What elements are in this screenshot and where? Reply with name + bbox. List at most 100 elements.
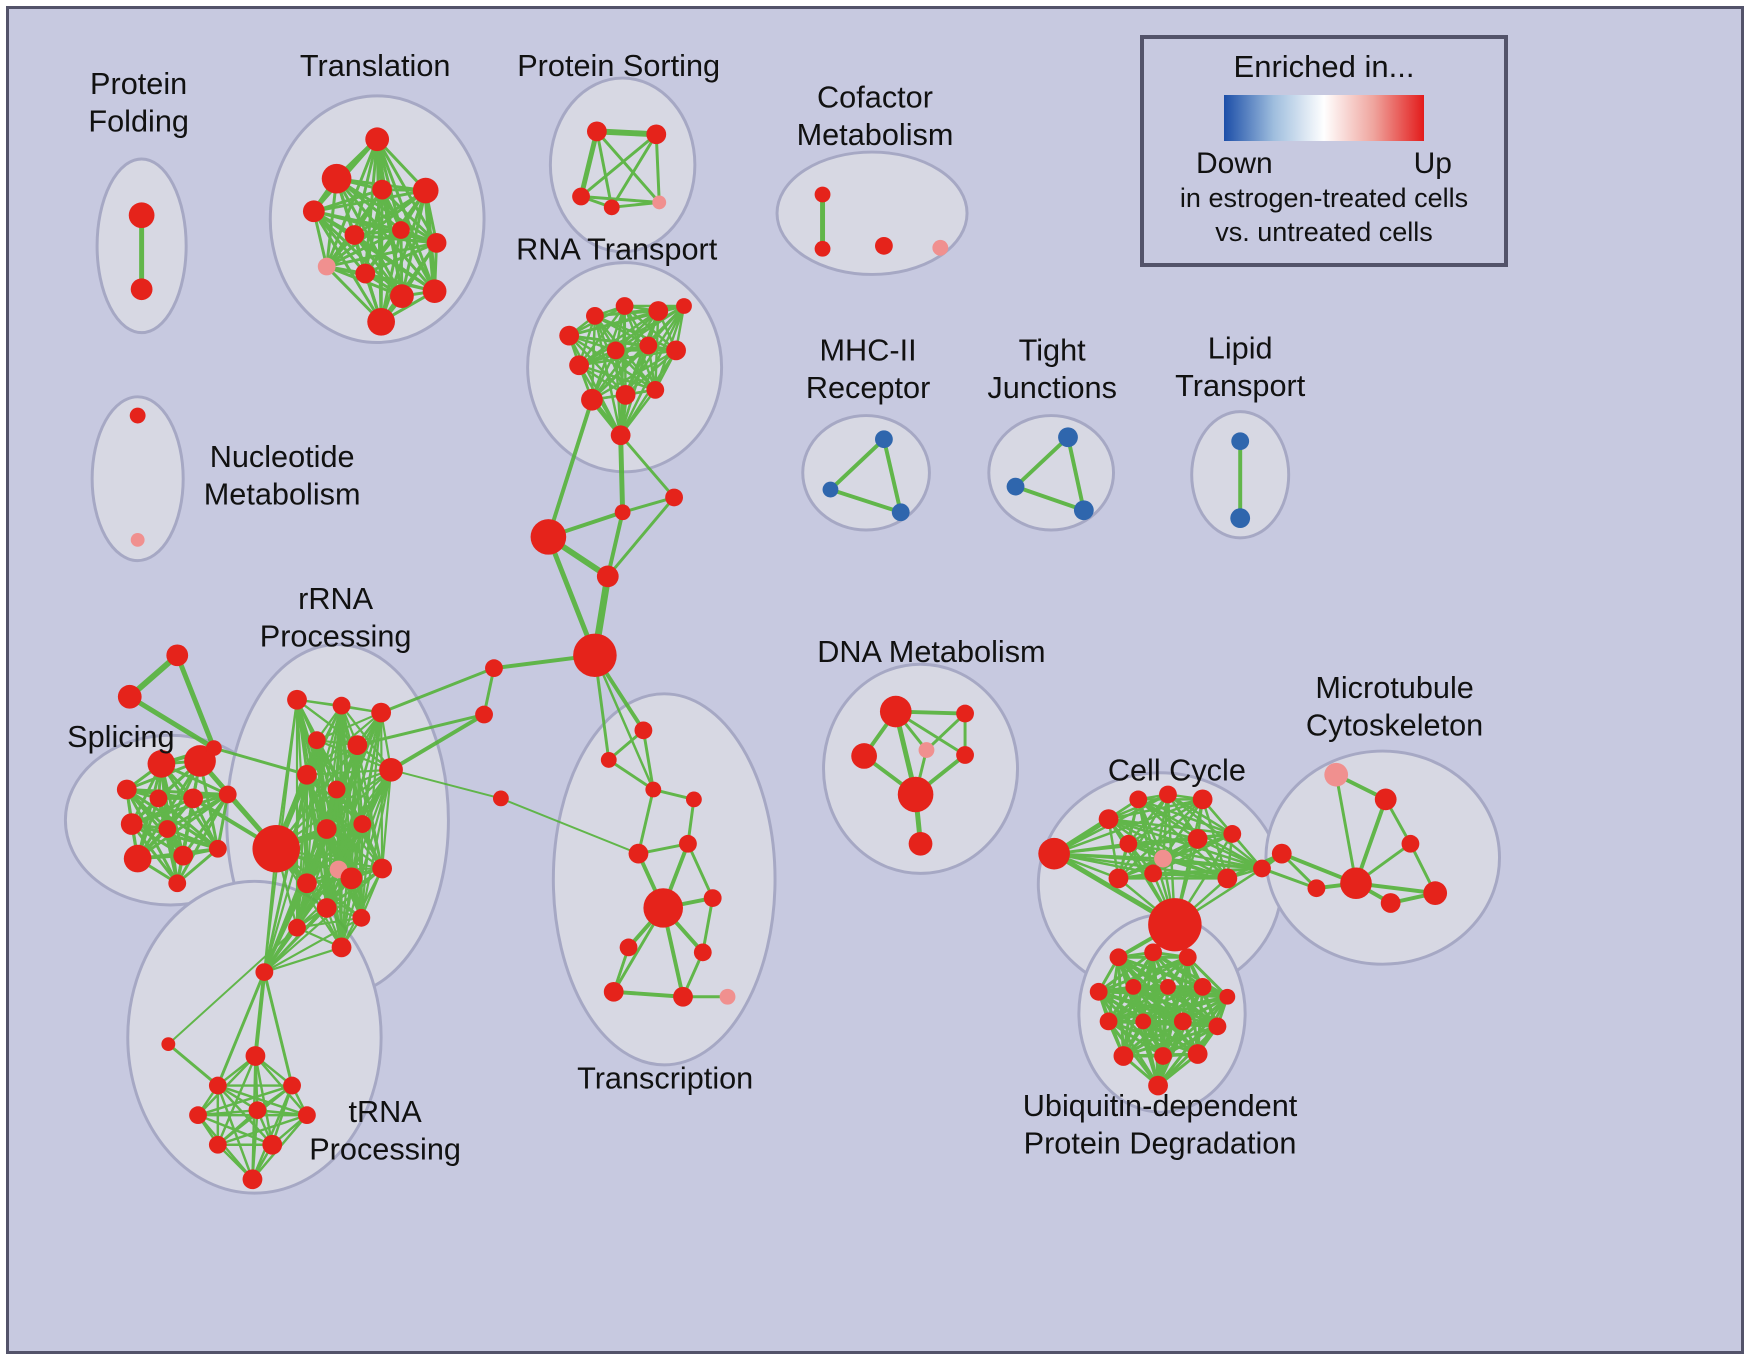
- edge: [216, 1054, 257, 1146]
- node-rrna-12: [297, 873, 317, 894]
- edge: [1013, 484, 1086, 513]
- cluster-ellipse-nucleotide: [90, 395, 185, 563]
- edge: [363, 241, 439, 275]
- node-lipid-0: [1231, 432, 1250, 451]
- node-cell-cycle-9: [1108, 868, 1129, 889]
- edge: [196, 1084, 294, 1117]
- edge: [499, 797, 640, 855]
- node-rna-transport-5: [569, 355, 589, 376]
- node-microtubule-5: [1380, 893, 1401, 913]
- edge: [400, 189, 428, 298]
- edge: [295, 916, 363, 929]
- edge: [1121, 1019, 1185, 1058]
- cluster-ellipse-protein-sorting: [548, 76, 697, 254]
- legend-down-label: Down: [1196, 147, 1273, 180]
- node-rrna-15: [316, 898, 337, 918]
- cluster-label-microtubule: Cytoskeleton: [1306, 708, 1483, 742]
- cluster-label-cofactor: Metabolism: [797, 118, 954, 152]
- cluster-label-mhc: MHC-II: [820, 333, 917, 367]
- edge: [1066, 435, 1086, 513]
- edge: [1151, 872, 1229, 880]
- edge: [1127, 842, 1264, 870]
- node-trna-7: [208, 1135, 227, 1154]
- node-protein-sorting-0: [586, 121, 607, 142]
- node-ubiquitin-1: [1144, 943, 1163, 962]
- node-ubiquitin-11: [1208, 1017, 1227, 1036]
- node-microtubule-3: [1340, 867, 1372, 900]
- cluster-label-cofactor: Cofactor: [817, 81, 933, 115]
- node-trna-5: [248, 1101, 267, 1120]
- node-mhc-0: [875, 430, 893, 449]
- edge: [127, 694, 217, 751]
- edge: [263, 822, 364, 974]
- node-translation-12: [367, 307, 395, 336]
- edge: [1107, 985, 1170, 1023]
- edge: [312, 209, 383, 324]
- node-trna-8: [262, 1134, 283, 1155]
- node-microtubule-7: [1401, 834, 1420, 853]
- cluster-label-transcription: Transcription: [577, 1062, 753, 1096]
- node-rna-transport-9: [581, 388, 603, 411]
- cluster-label-tight-junctions: Tight: [1019, 333, 1087, 367]
- cluster-ellipse-mhc: [801, 414, 931, 532]
- edge: [337, 868, 343, 949]
- cluster-label-trna: tRNA: [348, 1095, 422, 1129]
- node-ubiquitin-14: [1187, 1044, 1208, 1064]
- cluster-label-ubiquitin: Protein Degradation: [1024, 1127, 1297, 1161]
- node-translation-9: [355, 263, 376, 284]
- edge: [167, 926, 298, 1046]
- edge: [590, 349, 678, 401]
- edge: [1097, 990, 1160, 1088]
- cluster-label-rrna: Processing: [260, 619, 412, 653]
- edge: [641, 728, 655, 792]
- node-cell-cycle-8: [1223, 825, 1242, 843]
- edge: [1141, 1019, 1160, 1088]
- node-splicing-4: [183, 788, 203, 809]
- node-rna-transport-0: [559, 325, 580, 346]
- node-rrna-9: [316, 819, 337, 839]
- edge: [130, 822, 179, 885]
- edge: [312, 209, 367, 275]
- edge: [546, 397, 594, 539]
- node-transcription-4: [628, 843, 649, 864]
- node-ubiquitin-2: [1178, 948, 1197, 967]
- edge: [593, 654, 655, 791]
- legend-caption-line1: in estrogen-treated cells: [1179, 183, 1469, 213]
- node-splicing-11: [168, 874, 187, 893]
- node-cell-cycle-1: [1098, 809, 1119, 830]
- edge: [614, 349, 657, 392]
- node-splicing-7: [158, 820, 177, 838]
- edge: [577, 349, 678, 367]
- edge: [619, 433, 676, 499]
- legend-title: Enriched in...: [1233, 49, 1415, 84]
- node-dna-metab-6: [908, 831, 933, 856]
- node-transcription-12: [719, 988, 736, 1005]
- node-ubiquitin-9: [1135, 1013, 1152, 1030]
- edge: [595, 129, 614, 209]
- node-cell-cycle-6: [1154, 849, 1172, 868]
- cluster-ellipse-cofactor: [775, 150, 969, 276]
- node-protein-sorting-2: [572, 187, 590, 206]
- node-ubiquitin-6: [1193, 978, 1212, 996]
- edge: [828, 487, 903, 515]
- node-transcription-7: [703, 889, 722, 907]
- cluster-label-tight-junctions: Junctions: [987, 371, 1117, 405]
- edge: [619, 344, 650, 437]
- node-ubiquitin-3: [1089, 982, 1108, 1001]
- edge: [325, 228, 403, 269]
- node-trna-3: [283, 1076, 301, 1095]
- node-conn-1: [665, 488, 683, 507]
- node-splicing-0: [147, 750, 176, 778]
- node-conn-5: [485, 659, 503, 678]
- edge: [605, 510, 625, 579]
- edge: [1260, 866, 1318, 890]
- node-cofactor-2: [875, 236, 893, 255]
- node-protein-sorting-3: [603, 199, 620, 216]
- edge: [174, 652, 217, 751]
- node-transcription-1: [600, 752, 617, 768]
- edge: [251, 1084, 294, 1181]
- edge: [305, 822, 364, 885]
- node-cell-cycle-13: [1253, 859, 1271, 878]
- edge: [175, 792, 230, 885]
